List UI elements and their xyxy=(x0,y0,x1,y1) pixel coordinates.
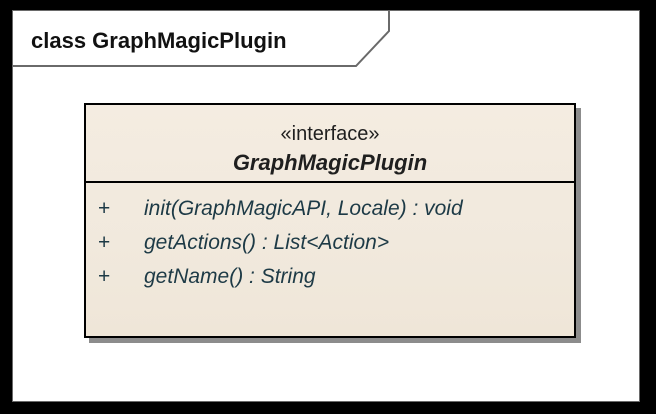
operation-signature: init(GraphMagicAPI, Locale) : void xyxy=(144,197,463,220)
frame-title-tab: class GraphMagicPlugin xyxy=(13,11,393,67)
operation-row[interactable]: + getName() : String xyxy=(86,265,574,299)
frame-tab-outline xyxy=(13,11,390,67)
operation-row[interactable]: + getActions() : List<Action> xyxy=(86,231,574,265)
frame-title: class GraphMagicPlugin xyxy=(31,28,287,53)
diagram-frame: class GraphMagicPlugin «interface» Graph… xyxy=(12,10,640,402)
class-stereotype: «interface» xyxy=(280,123,380,145)
operation-visibility: + xyxy=(98,265,111,288)
class-header: «interface» GraphMagicPlugin xyxy=(86,105,574,183)
operation-row[interactable]: + init(GraphMagicAPI, Locale) : void xyxy=(86,197,574,231)
operation-signature: getName() : String xyxy=(144,265,316,288)
operation-signature: getActions() : List<Action> xyxy=(144,231,390,254)
operations-compartment: + init(GraphMagicAPI, Locale) : void + g… xyxy=(86,183,574,299)
class-name: GraphMagicPlugin xyxy=(232,150,428,175)
operation-visibility: + xyxy=(98,231,111,254)
interface-class-box[interactable]: «interface» GraphMagicPlugin + init(Grap… xyxy=(84,103,576,338)
operation-visibility: + xyxy=(98,197,111,220)
